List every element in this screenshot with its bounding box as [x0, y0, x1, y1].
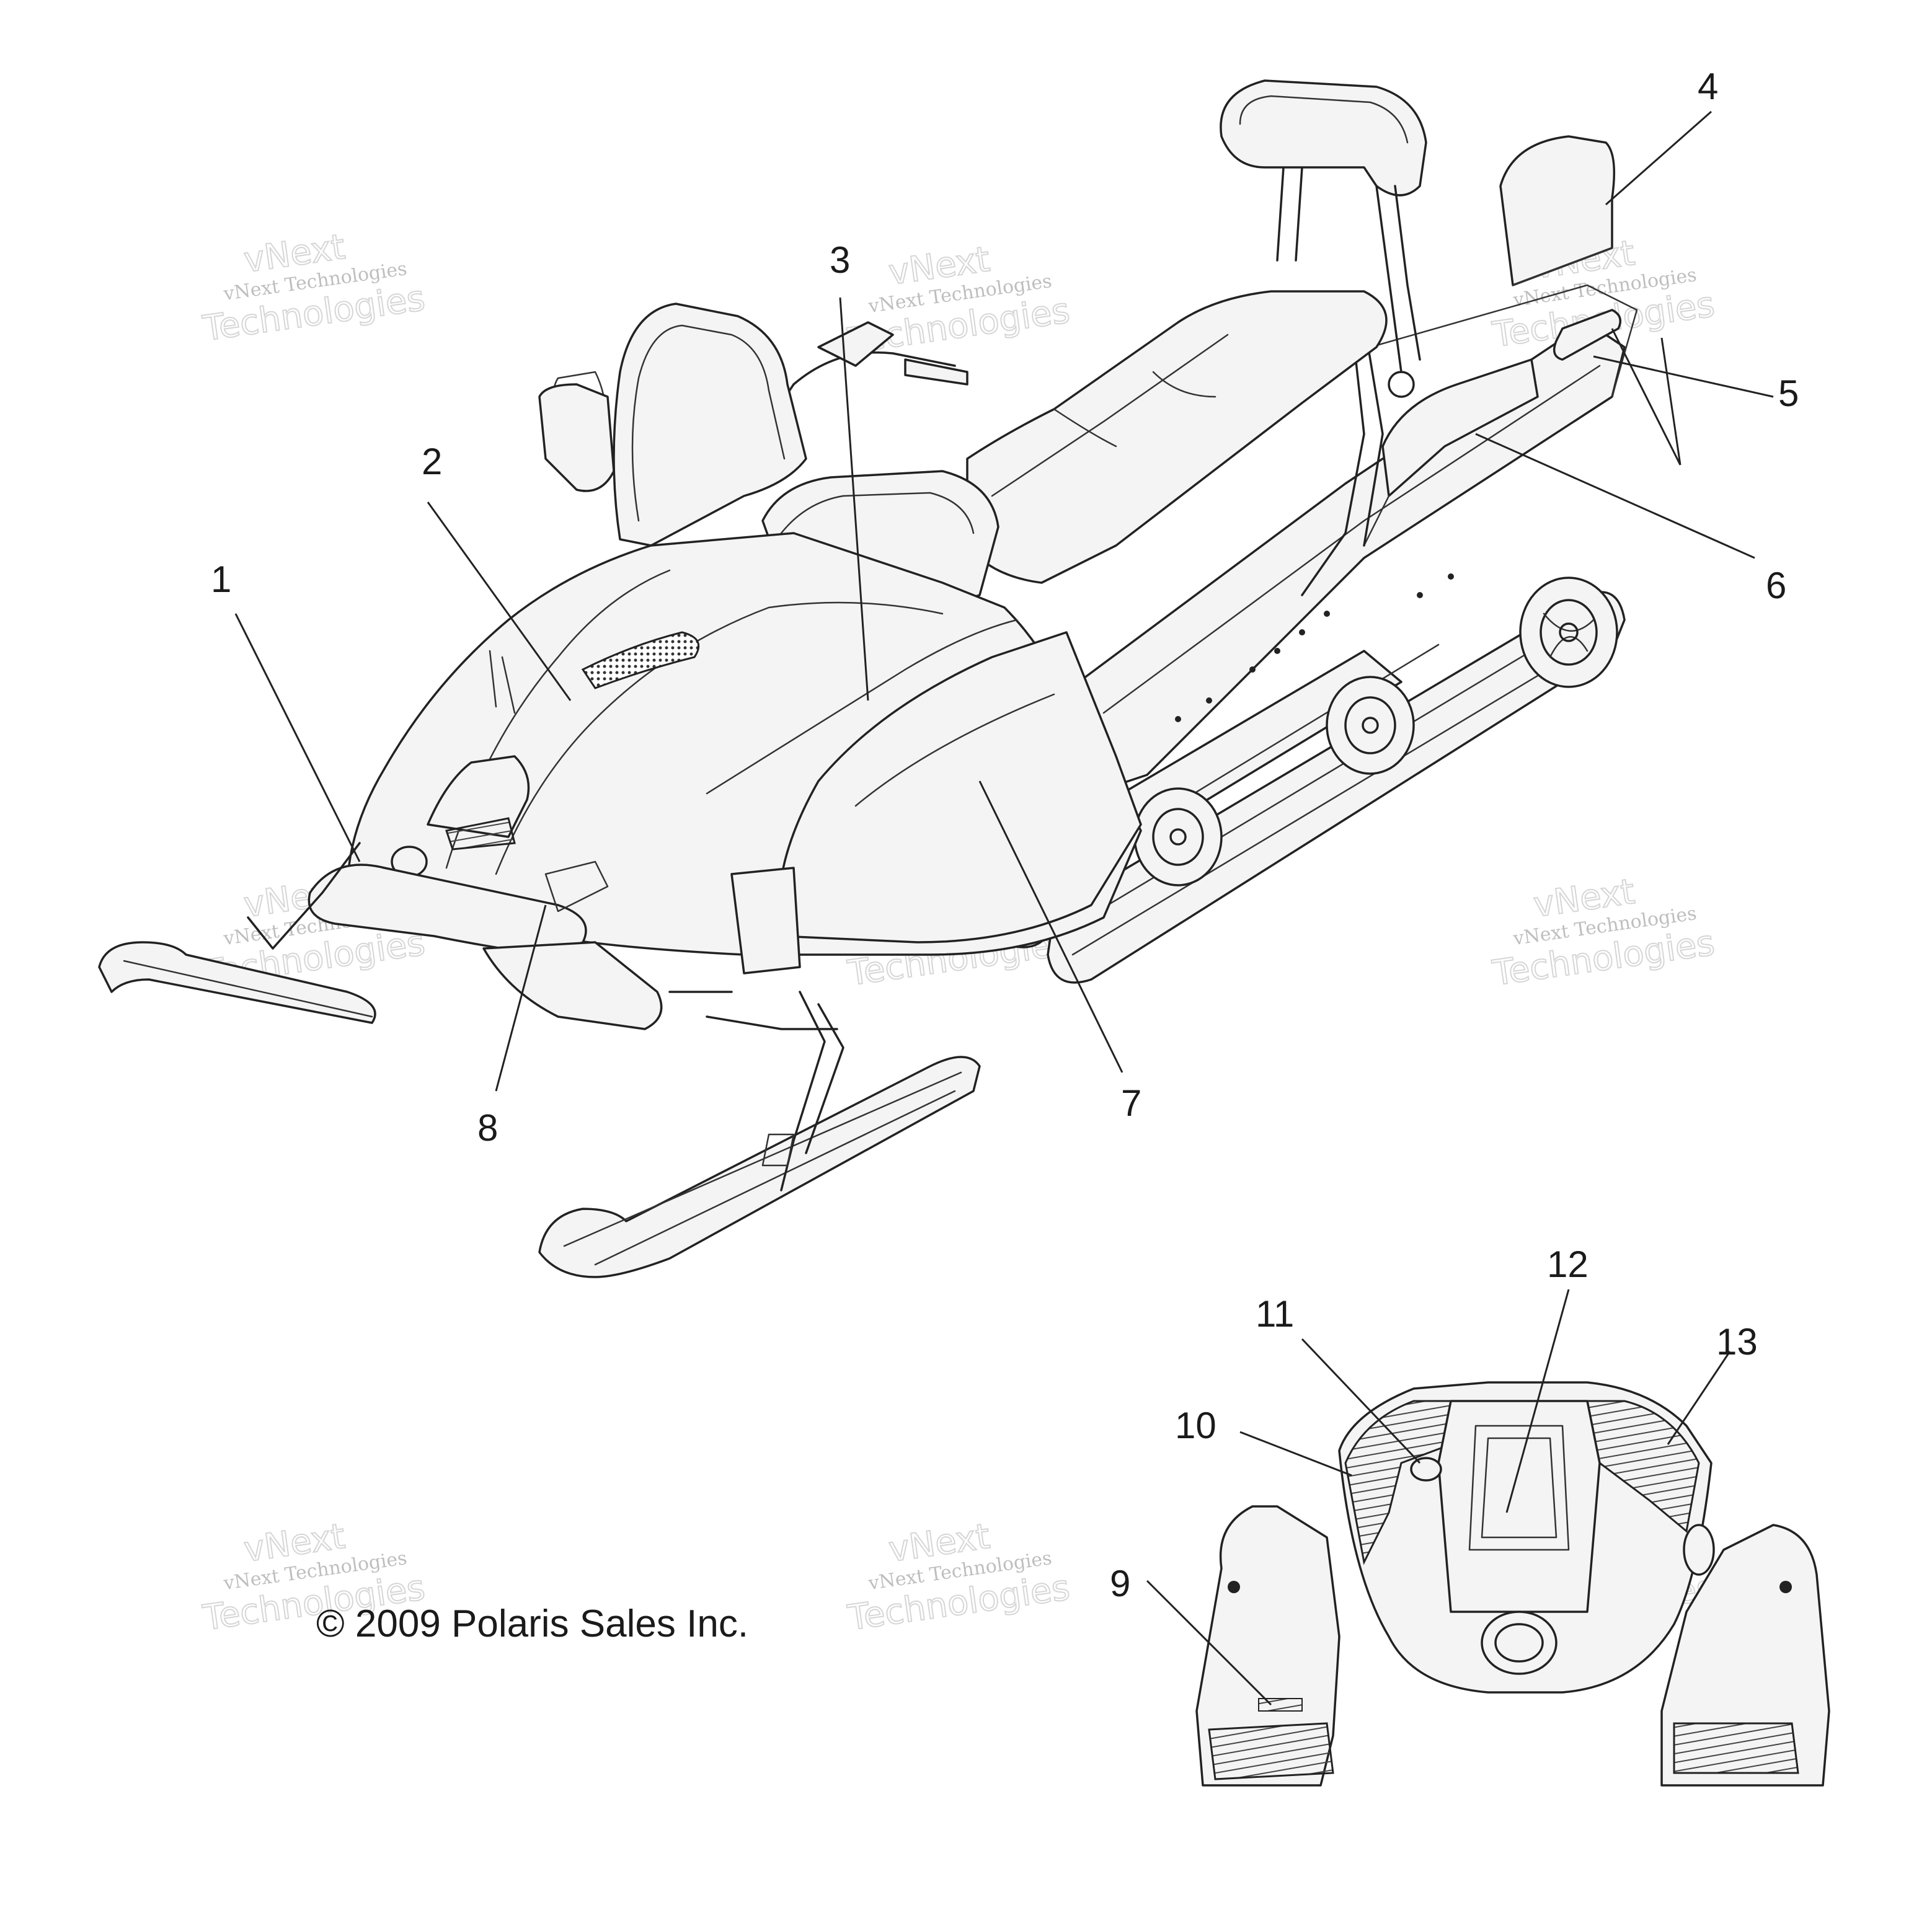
callout-9: 9: [1110, 1563, 1130, 1604]
side-mirror: [538, 383, 615, 492]
bogie-wheel: [1133, 787, 1223, 886]
front-view-illustration: [1195, 1381, 1830, 1787]
ski-left: [98, 842, 376, 1024]
callout-4: 4: [1698, 66, 1718, 107]
callout-2: 2: [422, 441, 442, 482]
callout-7: 7: [1121, 1082, 1141, 1124]
watermark: vNext vNext Technologies Technologies: [844, 239, 1073, 362]
backrest: [1220, 79, 1427, 398]
callout-10: 10: [1175, 1405, 1216, 1446]
callout-11: 11: [1256, 1293, 1294, 1335]
callout-8: 8: [477, 1107, 498, 1149]
ski-right: [538, 1056, 981, 1278]
callout-12: 12: [1547, 1244, 1589, 1285]
callout-labels: 1 2 3 4 5 6 7 8 9 10 11 12 13: [211, 66, 1799, 1604]
belly-pan: [482, 941, 663, 1030]
callout-13: 13: [1716, 1321, 1758, 1363]
watermark: vNext vNext Technologies Technologies: [200, 226, 428, 350]
copyright-text: © 2009 Polaris Sales Inc.: [316, 1602, 748, 1645]
callout-6: 6: [1766, 565, 1786, 606]
callout-1: 1: [211, 559, 231, 600]
callout-5: 5: [1778, 373, 1799, 414]
front-suspension: [668, 867, 844, 1191]
rear-idler-wheel: [1519, 577, 1618, 688]
tunnel-rivets: [1175, 573, 1454, 722]
leader-lines: [234, 110, 1774, 1706]
callout-3: 3: [830, 239, 850, 281]
watermark: vNext vNext Technologies Technologies: [1489, 232, 1717, 356]
watermark: vNext vNext Technologies Technologies: [844, 1516, 1073, 1639]
windshield: [552, 303, 807, 547]
bogie-wheel: [1326, 676, 1415, 775]
seat: [966, 290, 1388, 584]
watermark: vNext vNext Technologies Technologies: [1489, 871, 1717, 994]
